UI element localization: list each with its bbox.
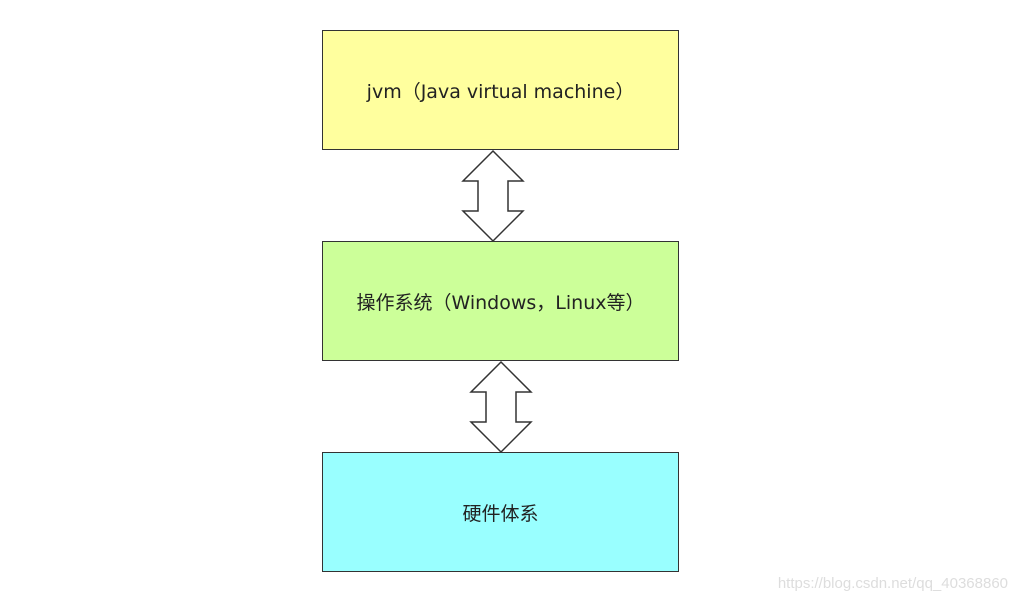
double-arrow-os-hw-icon <box>469 360 533 454</box>
hardware-layer-box: 硬件体系 <box>322 452 679 572</box>
jvm-layer-box: jvm（Java virtual machine） <box>322 30 679 150</box>
watermark-text: https://blog.csdn.net/qq_40368860 <box>777 575 1008 592</box>
os-layer-box: 操作系统（Windows，Linux等） <box>322 241 679 361</box>
hardware-layer-label: 硬件体系 <box>462 502 539 525</box>
jvm-layer-label: jvm（Java virtual machine） <box>366 80 635 103</box>
os-layer-label: 操作系统（Windows，Linux等） <box>356 291 645 314</box>
double-arrow-jvm-os-icon <box>461 149 525 243</box>
